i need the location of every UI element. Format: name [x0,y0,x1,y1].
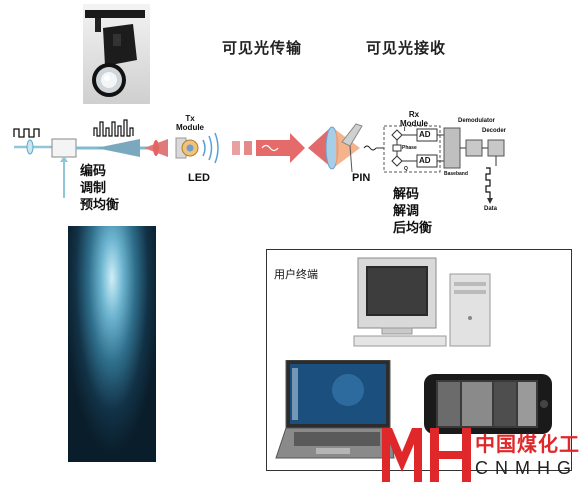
steps-arrow-head [60,156,68,162]
cnmhg-logo-icon [382,428,471,482]
title-transmit: 可见光传输 [222,39,303,57]
emission-arc-2 [208,135,213,161]
baseband-label: Baseband [444,171,468,177]
tx-lens [153,140,159,156]
smartphone-icon [424,374,552,434]
rx-red-cone [308,128,332,168]
rx-module-frame [383,125,441,173]
input-lens [26,139,34,155]
laptop-icon [275,360,395,459]
spotlight-photo [83,4,150,104]
arrow-sine [261,144,279,152]
demodulator-block [465,139,483,157]
led-label: LED [188,172,210,184]
tx-step-modulate: 调制 [80,181,107,196]
user-terminal-label: 用户终端 [274,268,318,281]
decoder-block [487,139,505,157]
emission-arc-3 [214,132,219,164]
vlc-link-diagram [13,119,505,204]
rx-step-demodulate: 解调 [393,204,420,219]
light-beam-photo [68,226,156,462]
rx-steps: 解码 解调 后均衡 [393,186,432,237]
phase-label: Phase [402,145,417,151]
beam-seg-1 [232,141,240,155]
tx-cone [96,139,140,157]
tx-module-label: Tx Module [176,114,204,132]
q-label: Q [404,166,408,172]
decoder-label: Decoder [482,128,507,134]
i-label: I [404,127,406,133]
rx-sine [363,145,377,151]
emission-arc-1 [202,139,206,157]
rx-focus-cone [336,130,360,166]
input-square-wave [13,128,40,138]
encoder-block [51,138,77,158]
desktop-computer-icon [353,257,491,347]
baseband-block [443,127,461,169]
spotlight-icon [85,10,145,97]
optical-signal-arrow [256,133,305,163]
output-arrow-head [487,198,493,204]
output-square-wave [485,167,491,198]
rx-step-post-equalize: 后均衡 [393,221,433,236]
mixer-q-icon [391,155,403,167]
pin-detector-icon [341,123,363,147]
tx-step-pre-equalize: 预均衡 [80,198,120,213]
mixer-i-icon [391,129,403,141]
rx-step-decode: 解码 [393,187,420,202]
demodulator-label: Demodulator [458,118,496,124]
rx-module-label: Rx Module [400,110,428,128]
led-core [186,144,194,152]
tx-step-encode: 编码 [80,164,107,179]
title-receive: 可见光接收 [366,39,447,57]
logo-latin-text: CNMHG [475,458,578,478]
pin-label: PIN [352,172,371,184]
beam-seg-2 [244,141,252,155]
logo-chinese-text: 中国煤化工 [475,432,580,456]
data-label: Data [484,206,498,212]
tx-steps: 编码 调制 预均衡 [80,163,119,214]
ad-top-label: AD [419,130,431,139]
modulated-waveform [93,119,134,137]
pin-lead [349,145,353,173]
phase-block [392,144,402,152]
ad-bottom-label: AD [419,156,431,165]
